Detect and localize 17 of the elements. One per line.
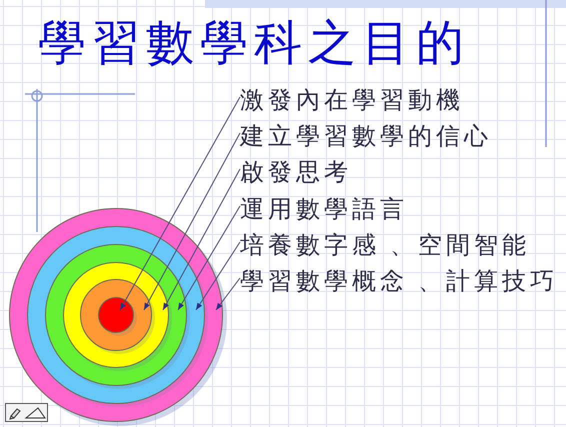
concentric-circle	[63, 262, 169, 368]
leader-arrow	[178, 206, 240, 310]
leader-arrow	[196, 242, 240, 310]
title: 學習數學科之目的	[38, 16, 470, 72]
goal-text: 啟發思考	[240, 159, 352, 187]
goal-text: 培養數字感 、空間智能	[240, 232, 530, 260]
concentric-circle	[80, 279, 152, 351]
goal-text: 學習數學概念 、計算技巧	[240, 268, 558, 296]
concentric-circle	[45, 244, 187, 386]
concentric-circle	[98, 297, 134, 333]
leader-arrow	[144, 132, 240, 310]
goal-text: 建立學習數學的信心	[240, 123, 492, 151]
goal-text: 運用數學語言	[240, 196, 408, 224]
leader-arrow	[162, 168, 240, 310]
leader-arrow	[216, 278, 240, 310]
leader-arrow	[120, 96, 240, 310]
goal-text: 激發內在學習動機	[240, 87, 464, 115]
